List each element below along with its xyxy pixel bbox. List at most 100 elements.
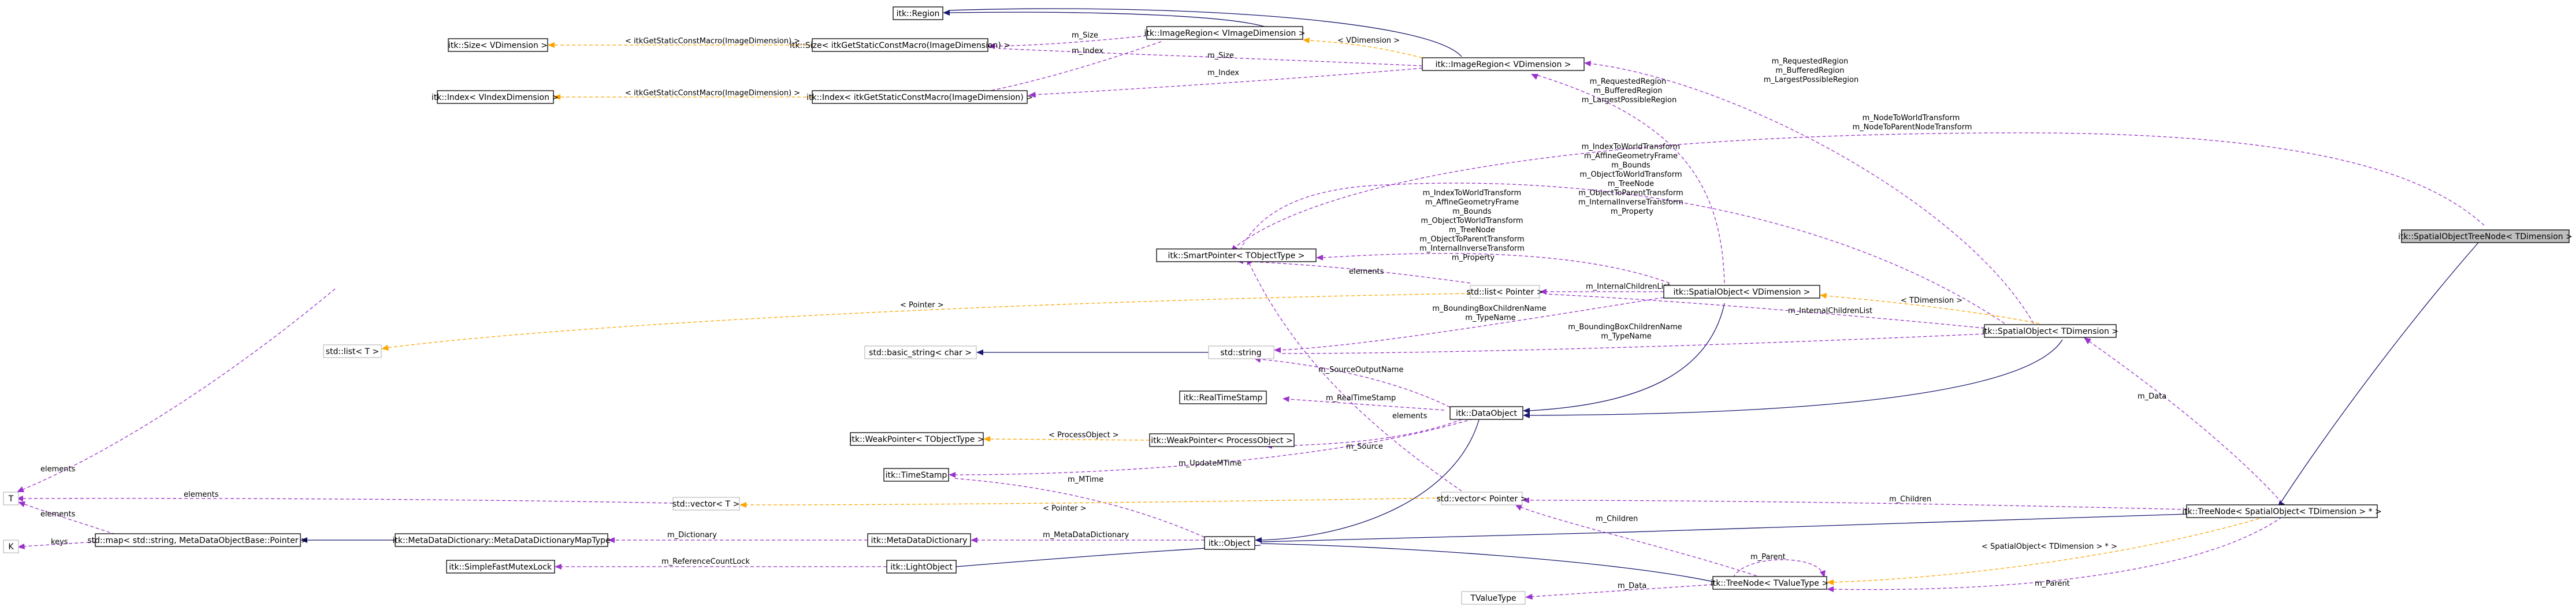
node-label: itk::ImageRegion< VDimension > bbox=[1435, 60, 1571, 69]
node-box bbox=[864, 345, 977, 359]
edge-label-macro-1: < itkGetStaticConstMacro(ImageDimension)… bbox=[625, 37, 800, 46]
node-label: std::vector< Pointer > bbox=[1436, 494, 1527, 504]
node-region[interactable]: itk::Region bbox=[893, 6, 943, 20]
edge-children-2 bbox=[1519, 506, 1763, 578]
node-std-map[interactable]: std::map< std::string, MetaDataObjectBas… bbox=[87, 533, 308, 547]
node-box bbox=[1422, 57, 1585, 71]
node-box bbox=[812, 90, 1028, 104]
node-box bbox=[395, 533, 608, 547]
node-label: itk::SimpleFastMutexLock bbox=[449, 563, 552, 572]
edge-elements-map bbox=[23, 503, 116, 535]
node-box bbox=[672, 497, 740, 511]
node-object[interactable]: itk::Object bbox=[1204, 536, 1255, 550]
node-weak-pointer-po[interactable]: itk::WeakPointer< ProcessObject > bbox=[1149, 433, 1295, 447]
node-real-time-stamp[interactable]: itk::RealTimeStamp bbox=[1179, 390, 1267, 404]
node-label: std::map< std::string, MetaDataObjectBas… bbox=[87, 536, 307, 545]
node-std-list-pointer[interactable]: std::list< Pointer > bbox=[1466, 285, 1544, 299]
node-label: itk::SpatialObjectTreeNode< TDimension > bbox=[2398, 232, 2573, 241]
edge-label-bbox-1: m_BoundingBoxChildrenName m_TypeName bbox=[1432, 304, 1549, 322]
edge-data-2 bbox=[1530, 584, 1713, 597]
node-box bbox=[1470, 285, 1540, 299]
node-t[interactable]: T bbox=[3, 492, 19, 505]
edge-elements-vec-ptr bbox=[1248, 262, 1462, 492]
node-std-vector-pointer[interactable]: std::vector< Pointer > bbox=[1436, 492, 1527, 505]
node-box bbox=[867, 533, 971, 547]
node-label: itk::Index< VIndexDimension > bbox=[432, 93, 559, 102]
node-image-region-vd[interactable]: itk::ImageRegion< VDimension > bbox=[1422, 57, 1585, 71]
edge-label-line: m_RequestedRegion bbox=[1590, 77, 1667, 86]
node-spatial-object-v[interactable]: itk::SpatialObject< VDimension > bbox=[1663, 285, 1820, 299]
arrowhead-inherit bbox=[943, 10, 950, 16]
arrowhead-usage bbox=[16, 496, 23, 501]
node-simple-mutex[interactable]: itk::SimpleFastMutexLock bbox=[446, 560, 555, 574]
node-smart-pointer[interactable]: itk::SmartPointer< TObjectType > bbox=[1156, 248, 1317, 262]
node-box bbox=[448, 38, 548, 52]
edge-regions-1 bbox=[1536, 75, 1725, 284]
node-label: std::string bbox=[1220, 348, 1261, 358]
edge-label-line: m_IndexToWorldTransform bbox=[1423, 189, 1522, 198]
edge-label-line: m_IndexToWorldTransform bbox=[1582, 143, 1681, 151]
node-label: itk::LightObject bbox=[890, 563, 953, 572]
edge-label-index-2: m_Index bbox=[1207, 69, 1239, 77]
edge-label-transforms-left: m_IndexToWorldTransform m_AffineGeometry… bbox=[1419, 189, 1527, 262]
node-box bbox=[1156, 248, 1317, 262]
edge-template-so-pointer bbox=[1832, 516, 2265, 583]
node-basic-string[interactable]: std::basic_string< char > bbox=[864, 345, 977, 359]
node-label: itk::Region bbox=[897, 9, 940, 18]
arrowhead-inherit bbox=[1255, 537, 1262, 543]
node-size-macro[interactable]: itk::Size< itkGetStaticConstMacro(ImageD… bbox=[790, 38, 1010, 52]
edge-label-source: m_Source bbox=[1346, 442, 1383, 451]
edge-label-source-output: m_SourceOutputName bbox=[1318, 366, 1403, 374]
node-k[interactable]: K bbox=[3, 540, 19, 553]
edge-label-pointer-vec: < Pointer > bbox=[1043, 504, 1087, 513]
arrowhead-usage bbox=[988, 43, 995, 49]
node-tvalue-type[interactable]: TValueType bbox=[1461, 591, 1526, 605]
node-meta-dict-map[interactable]: itk::MetaDataDictionary::MetaDataDiction… bbox=[392, 533, 611, 547]
edge-label-tdimension: < TDimension > bbox=[1901, 296, 1962, 305]
node-std-vector-t[interactable]: std::vector< T > bbox=[672, 497, 740, 511]
node-box bbox=[893, 6, 943, 20]
node-data-object[interactable]: itk::DataObject bbox=[1449, 406, 1523, 420]
edge-label-real-time: m_RealTimeStamp bbox=[1326, 394, 1396, 403]
edge-tree-node-so-to-object bbox=[1260, 514, 2187, 542]
node-label: itk::SmartPointer< TObjectType > bbox=[1168, 251, 1304, 261]
node-image-region-v[interactable]: itk::ImageRegion< VImageDimension > bbox=[1144, 26, 1306, 40]
node-std-string[interactable]: std::string bbox=[1208, 345, 1274, 359]
node-tree-node-t[interactable]: itk::TreeNode< TValueType > bbox=[1711, 576, 1828, 590]
node-size-v[interactable]: itk::Size< VDimension > bbox=[448, 38, 548, 52]
edge-label-dictionary: m_Dictionary bbox=[667, 531, 717, 540]
edge-label-line: m_Property bbox=[1452, 254, 1495, 262]
edge-label-mtime: m_MTime bbox=[1068, 475, 1103, 484]
edge-label-size-2: m_Size bbox=[1207, 51, 1234, 60]
edge-label-so-pointer: < SpatialObject< TDimension > * > bbox=[1982, 542, 2117, 551]
arrowhead-usage bbox=[608, 537, 615, 543]
edge-children-1 bbox=[1527, 500, 2187, 510]
edge-template-pointer-vec bbox=[745, 497, 1442, 505]
edge-node-transform bbox=[1233, 132, 2485, 249]
edge-label-line: m_ObjectToWorldTransform bbox=[1421, 217, 1523, 225]
node-index-macro[interactable]: itk::Index< itkGetStaticConstMacro(Image… bbox=[806, 90, 1033, 104]
node-box bbox=[3, 540, 19, 553]
edge-parent-2 bbox=[1832, 516, 2283, 590]
arrowhead-usage bbox=[17, 486, 24, 492]
arrowhead-usage bbox=[1531, 74, 1538, 80]
edge-label-process-object: < ProcessObject > bbox=[1049, 431, 1119, 440]
edge-label-line: m_Bounds bbox=[1611, 161, 1651, 170]
node-weak-pointer-t[interactable]: itk::WeakPointer< TObjectType > bbox=[849, 432, 984, 446]
node-light-object[interactable]: itk::LightObject bbox=[886, 560, 957, 574]
node-meta-dict[interactable]: itk::MetaDataDictionary bbox=[867, 533, 971, 547]
node-box bbox=[1204, 536, 1255, 550]
node-tree-node-so[interactable]: itk::TreeNode< SpatialObject< TDimension… bbox=[2182, 504, 2382, 518]
node-box bbox=[437, 90, 554, 104]
node-spatial-tree-node[interactable]: itk::SpatialObjectTreeNode< TDimension > bbox=[2398, 229, 2573, 243]
edge-label-line: m_Property bbox=[1611, 207, 1653, 216]
arrowhead-usage bbox=[2084, 337, 2091, 344]
node-time-stamp[interactable]: itk::TimeStamp bbox=[883, 468, 949, 482]
node-index-v[interactable]: itk::Index< VIndexDimension > bbox=[432, 90, 559, 104]
arrowhead-usage bbox=[971, 537, 977, 543]
edge-template-pointer-list bbox=[386, 293, 1471, 348]
node-std-list-t[interactable]: std::list< T > bbox=[323, 344, 382, 358]
edge-label-line: m_TreeNode bbox=[1608, 180, 1654, 188]
node-spatial-object-t[interactable]: itk::SpatialObject< TDimension > bbox=[1982, 324, 2118, 338]
arrowhead-template bbox=[553, 94, 560, 100]
